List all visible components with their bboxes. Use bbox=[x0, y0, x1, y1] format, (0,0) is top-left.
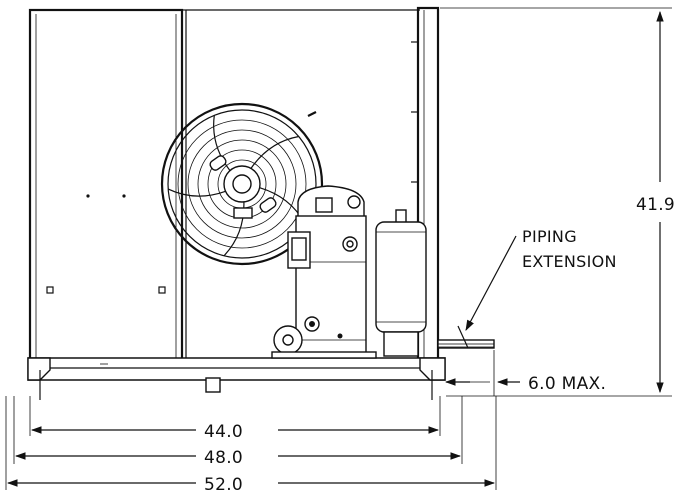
compressor-icon bbox=[271, 185, 377, 359]
left-cabinet-panel bbox=[28, 8, 184, 364]
width-52-label: 52.0 bbox=[204, 475, 243, 495]
piping-max-label: 6.0 MAX. bbox=[528, 374, 606, 394]
width-44-dimension: 44.0 bbox=[30, 422, 440, 442]
fan-icon bbox=[160, 102, 324, 266]
panel-knockout bbox=[158, 286, 166, 294]
base-foot bbox=[205, 377, 221, 393]
fan-spoke bbox=[250, 135, 299, 169]
receiver-tank-icon bbox=[375, 209, 427, 357]
width-52-dimension: 52.0 bbox=[6, 475, 496, 495]
unit-body bbox=[27, 6, 446, 400]
piping-callout-line2: EXTENSION bbox=[522, 252, 617, 271]
width-48-label: 48.0 bbox=[204, 448, 243, 468]
panel-screw bbox=[122, 194, 126, 198]
panel-screw bbox=[86, 194, 90, 198]
width-48-dimension: 48.0 bbox=[14, 448, 462, 468]
piping-leader-line bbox=[465, 235, 517, 331]
fan-spoke bbox=[167, 188, 226, 197]
fan-spoke bbox=[213, 115, 231, 171]
piping-max-dimension: 6.0 MAX. bbox=[444, 350, 606, 396]
piping-callout-line1: PIPING bbox=[522, 227, 577, 246]
fan-spoke bbox=[223, 201, 245, 257]
width-44-label: 44.0 bbox=[204, 422, 243, 442]
base-rail bbox=[27, 357, 446, 400]
piping-extension bbox=[437, 325, 495, 349]
panel-knockout bbox=[46, 286, 54, 294]
height-dimension-label: 41.9 bbox=[636, 195, 675, 215]
height-dimension: 41.9 bbox=[440, 7, 675, 397]
